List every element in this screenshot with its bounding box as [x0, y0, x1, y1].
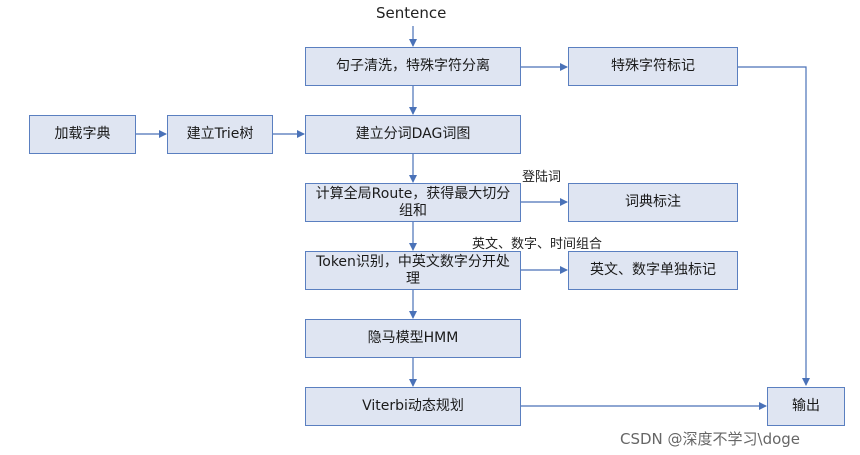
node-token: Token识别，中英文数字分开处理: [305, 251, 521, 290]
node-output: 输出: [767, 387, 845, 426]
node-en-num-tag: 英文、数字单独标记: [568, 251, 738, 290]
node-viterbi: Viterbi动态规划: [305, 387, 521, 426]
node-load-dict: 加载字典: [29, 115, 136, 154]
node-hmm: 隐马模型HMM: [305, 319, 521, 358]
edge-label-registered: 登陆词: [522, 170, 562, 185]
watermark: CSDN @深度不学习\doge: [620, 430, 801, 448]
node-build-trie: 建立Trie树: [167, 115, 273, 154]
input-sentence-label: Sentence: [376, 4, 447, 22]
node-clean: 句子清洗，特殊字符分离: [305, 47, 521, 86]
node-route: 计算全局Route，获得最大切分组和: [305, 183, 521, 222]
node-build-dag: 建立分词DAG词图: [305, 115, 521, 154]
node-special-mark: 特殊字符标记: [568, 47, 738, 86]
node-dict-tag: 词典标注: [568, 183, 738, 222]
edge-special-output: [738, 66, 810, 386]
edge-label-en-num-time: 英文、数字、时间组合: [472, 237, 603, 252]
